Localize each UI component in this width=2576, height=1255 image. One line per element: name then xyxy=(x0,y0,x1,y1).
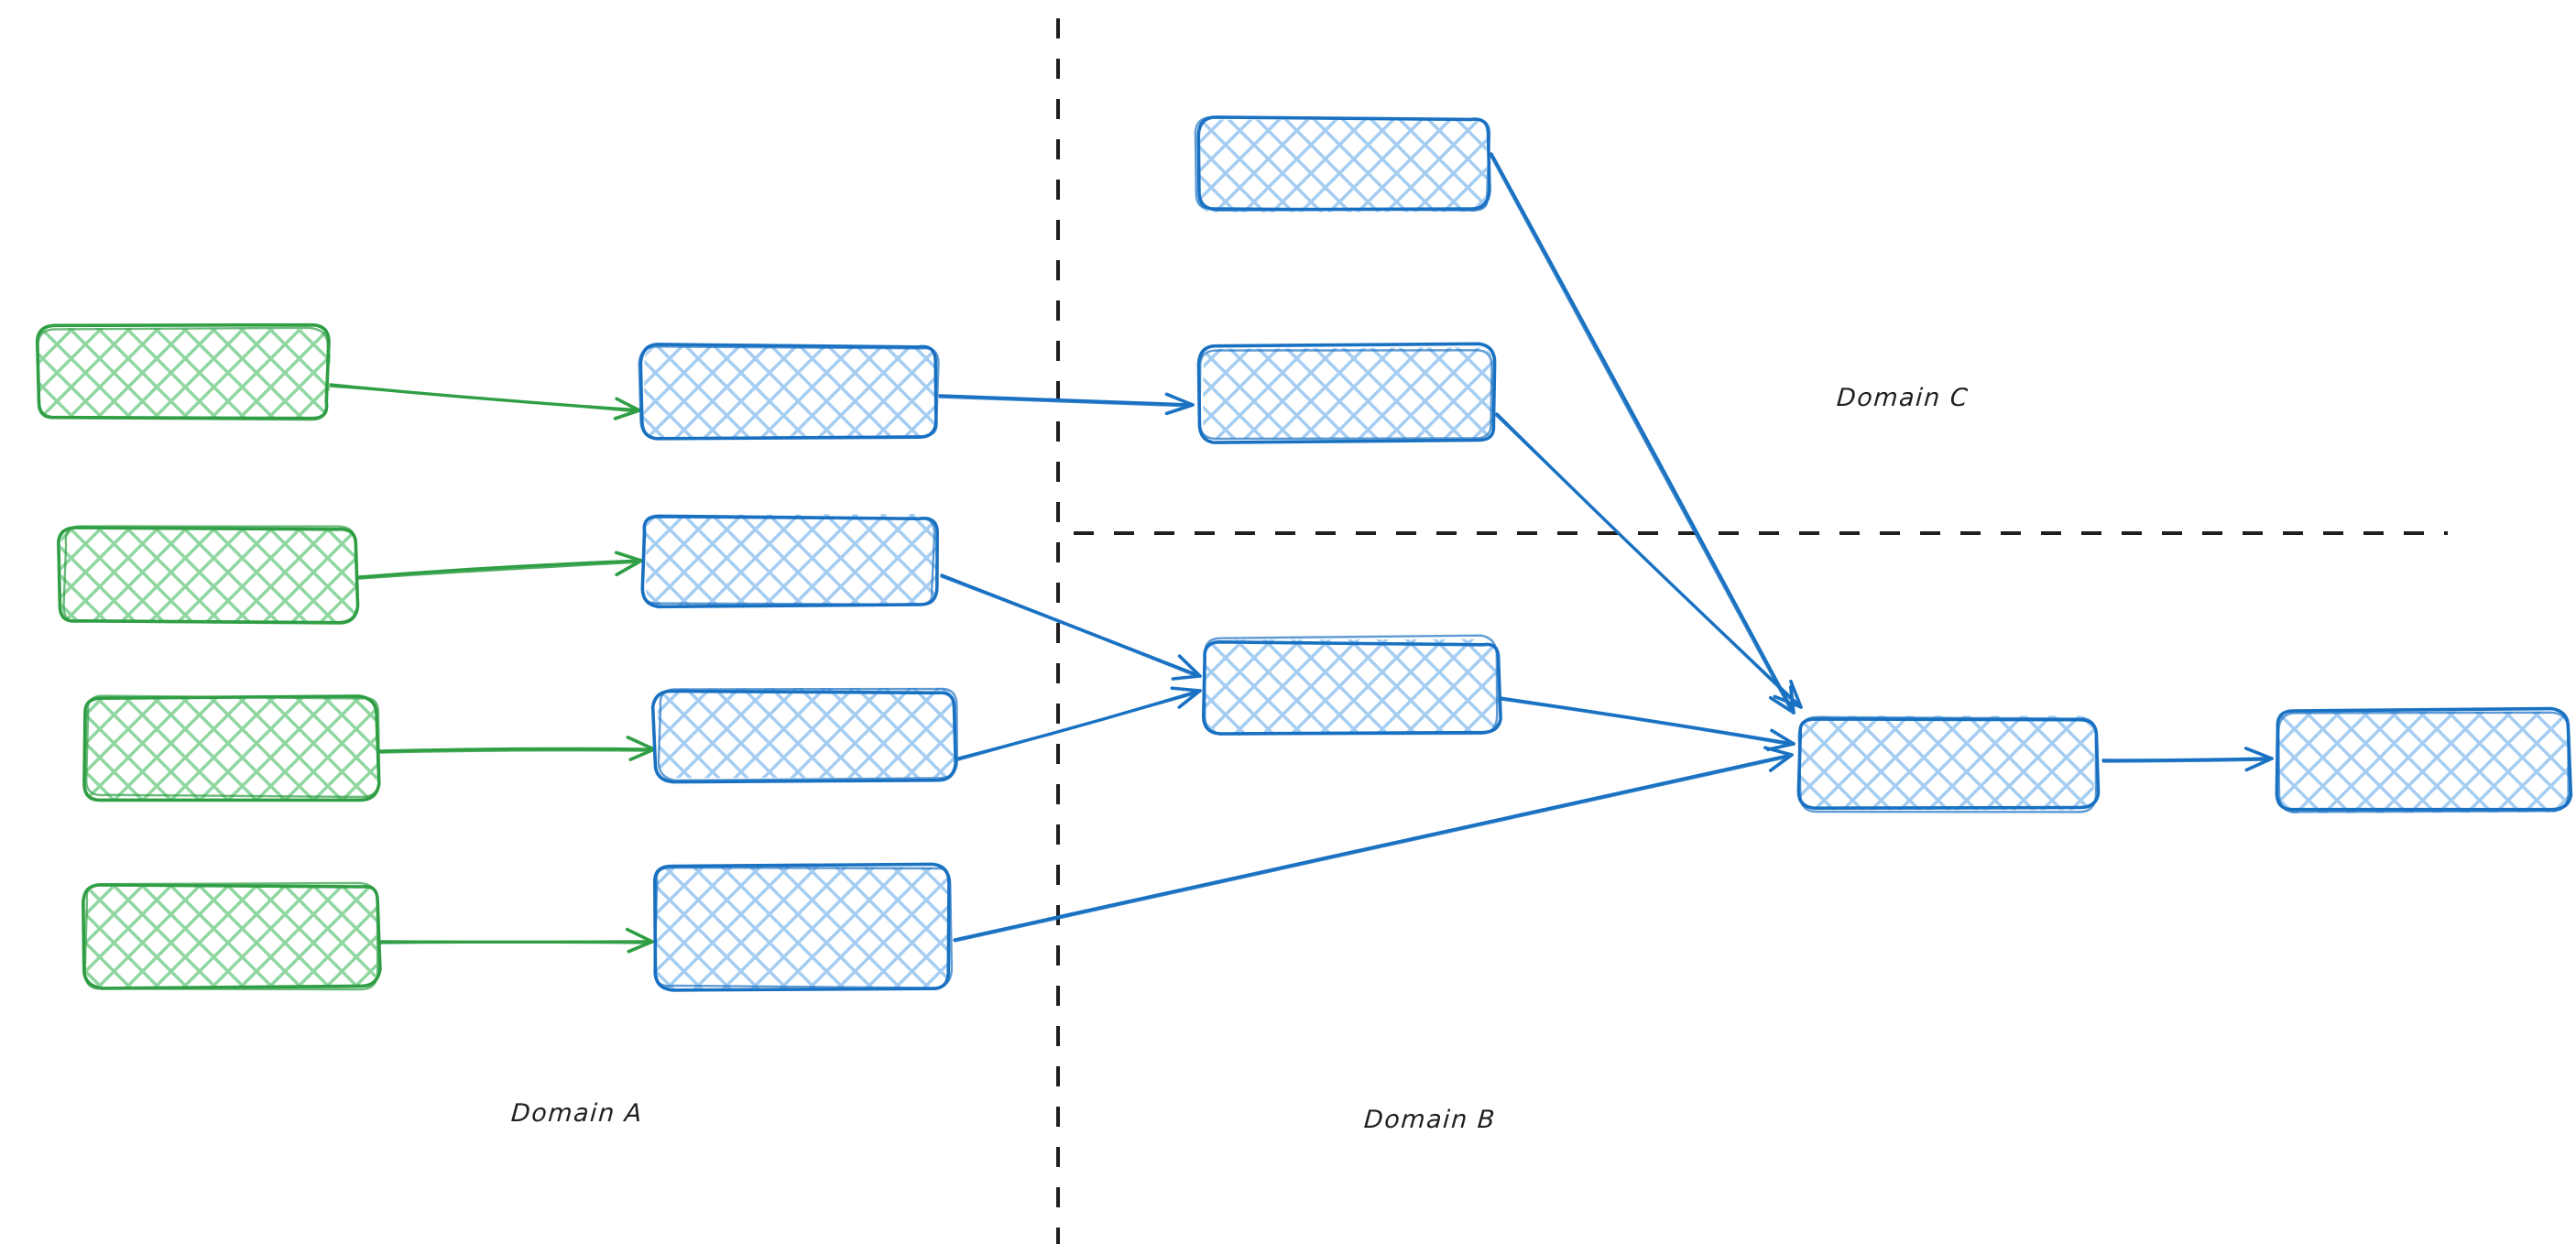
node-outline-b3 xyxy=(650,689,958,784)
edge-c1-to-d1 xyxy=(1489,152,1796,715)
edge-c3-to-d1 xyxy=(1499,696,1796,752)
edge-group xyxy=(328,152,2274,954)
divider-group xyxy=(1056,18,2448,1244)
node-c2[interactable] xyxy=(1196,342,1497,444)
node-outline-d1 xyxy=(1797,715,2098,813)
node-fill-a4 xyxy=(85,885,377,988)
node-outline-b4 xyxy=(653,866,954,989)
node-outline-c1 xyxy=(1194,115,1491,212)
node-outline-c2 xyxy=(1198,349,1493,441)
domain-label-b: Domain B xyxy=(1362,1106,1497,1134)
node-fill-b2 xyxy=(645,514,937,608)
node-a2[interactable] xyxy=(57,525,360,625)
edge-a2-to-b2 xyxy=(357,551,643,580)
node-fill-b4 xyxy=(653,866,950,989)
node-fill-a3 xyxy=(83,697,378,802)
node-outline-a2 xyxy=(62,525,360,625)
node-fill-d1 xyxy=(1798,715,2095,811)
edge-b1-to-c2 xyxy=(938,392,1195,416)
node-outline-b3 xyxy=(657,687,959,782)
node-outline-a1 xyxy=(35,322,331,420)
node-b1[interactable] xyxy=(638,343,940,441)
node-fill-a1 xyxy=(38,328,332,420)
edge-b2-to-c3 xyxy=(940,573,1202,681)
node-fill-a2 xyxy=(60,526,357,623)
domain-label-a: Domain A xyxy=(509,1099,644,1128)
edge-a3-to-b3 xyxy=(377,736,656,761)
node-b4[interactable] xyxy=(652,862,954,992)
node-outline-a1 xyxy=(37,326,329,421)
node-c3[interactable] xyxy=(1201,634,1502,736)
node-fill-c2 xyxy=(1203,347,1495,439)
node-b3[interactable] xyxy=(650,687,959,784)
node-a1[interactable] xyxy=(35,322,332,421)
node-outline-b2 xyxy=(641,516,936,606)
node-outline-c3 xyxy=(1204,634,1499,736)
edge-d1-to-d2 xyxy=(2101,747,2274,772)
node-outline-c2 xyxy=(1196,342,1497,444)
node-d2[interactable] xyxy=(2275,706,2573,813)
node-outline-d2 xyxy=(2275,706,2573,812)
node-outline-d2 xyxy=(2277,711,2570,813)
edge-a1-to-b1 xyxy=(328,383,641,420)
node-fill-c3 xyxy=(1204,638,1499,735)
node-outline-a3 xyxy=(85,694,381,799)
node-fill-d2 xyxy=(2276,711,2571,813)
node-fill-b3 xyxy=(657,687,955,779)
node-fill-b1 xyxy=(643,346,936,438)
node-group xyxy=(35,115,2573,992)
node-outline-a4 xyxy=(83,881,379,991)
node-fill-c1 xyxy=(1196,119,1488,213)
edge-c2-to-d1 xyxy=(1494,412,1803,709)
node-outline-b1 xyxy=(638,345,940,440)
node-outline-a3 xyxy=(82,694,381,802)
domain-label-c: Domain C xyxy=(1835,384,1970,412)
node-a4[interactable] xyxy=(82,881,382,991)
node-b2[interactable] xyxy=(640,514,939,609)
node-a3[interactable] xyxy=(82,694,381,802)
edge-b3-to-c3 xyxy=(956,686,1202,761)
edge-b4-to-d1 xyxy=(953,746,1794,943)
edge-a4-to-b4 xyxy=(377,927,654,954)
node-d1[interactable] xyxy=(1796,715,2101,813)
node-c1[interactable] xyxy=(1194,115,1491,213)
